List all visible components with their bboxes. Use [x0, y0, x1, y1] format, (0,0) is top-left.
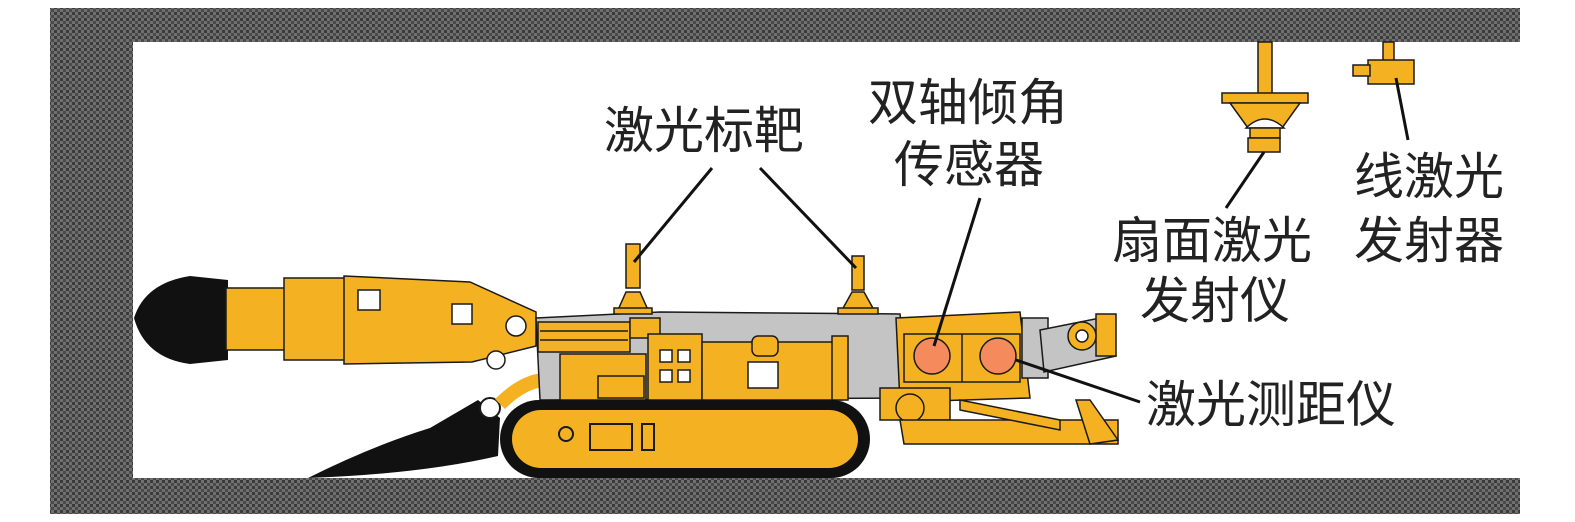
- label-fan-laser-1: 扇面激光: [1112, 212, 1312, 270]
- laser-target-rear: [837, 255, 879, 315]
- label-line-laser-1: 线激光: [1354, 148, 1504, 206]
- laser-target-front: [613, 243, 653, 315]
- crawler-track: [500, 400, 870, 478]
- sensor-box: [903, 333, 1021, 383]
- machine-body: [535, 311, 911, 401]
- label-laser-target: 激光标靶: [604, 102, 804, 160]
- label-rangefinder: 激光测距仪: [1146, 376, 1396, 434]
- label-fan-laser-2: 发射仪: [1140, 272, 1290, 330]
- tilt-sensor-dot: [913, 337, 951, 375]
- fan-laser-emitter: [1221, 41, 1309, 153]
- label-line-laser-2: 发射器: [1354, 212, 1504, 270]
- rangefinder-dot: [979, 337, 1017, 375]
- cutter-head: [134, 276, 228, 364]
- label-tilt-sensor-1: 双轴倾角: [868, 74, 1068, 132]
- label-tilt-sensor-2: 传感器: [894, 136, 1044, 194]
- cutting-arm: [225, 275, 537, 370]
- line-laser-emitter: [1352, 41, 1415, 85]
- leader-lines: [632, 77, 1410, 404]
